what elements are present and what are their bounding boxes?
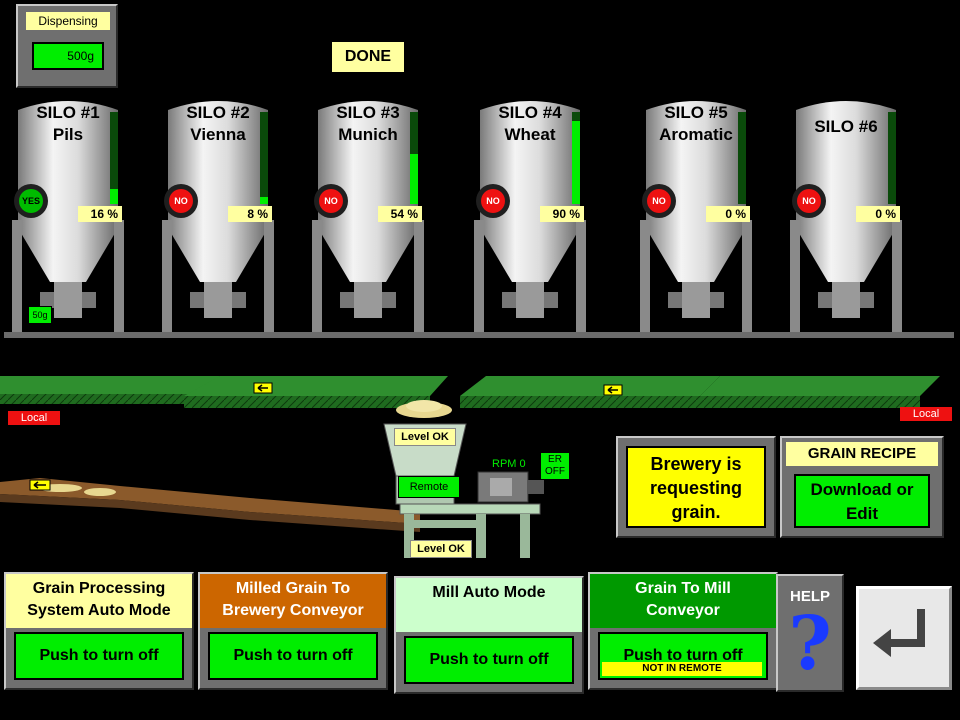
mill-rpm-readout: RPM 0	[492, 458, 526, 470]
control-title: Mill Auto Mode	[396, 578, 582, 632]
conveyor-direction-arrow-left-2	[603, 384, 623, 396]
silo-level-bar	[410, 112, 418, 204]
dispensing-label: Dispensing	[26, 12, 110, 30]
silo-grain-name: Munich	[338, 125, 398, 144]
done-status: DONE	[332, 42, 404, 72]
silo-state-text: NO	[647, 189, 671, 213]
grain-pile	[396, 400, 452, 418]
silo-grain-name: Pils	[52, 125, 84, 144]
help-panel[interactable]: HELP ?	[776, 574, 844, 692]
question-mark-icon: ?	[788, 601, 832, 687]
silo-percent: 54 %	[378, 206, 422, 222]
silo-percent: 0 %	[706, 206, 750, 222]
silo-title: SILO #2	[186, 103, 250, 122]
silo-level-bar	[572, 112, 580, 204]
silo-title: SILO #1	[36, 103, 100, 122]
silo-level-fill	[260, 196, 268, 204]
silo-base-rail	[4, 332, 954, 338]
not-in-remote-note: NOT IN REMOTE	[602, 662, 762, 676]
control-title: Milled Grain To Brewery Conveyor	[200, 574, 386, 628]
silo-state-text: NO	[319, 189, 343, 213]
mill-level-ok-top: Level OK	[394, 428, 456, 446]
silo-state-text: YES	[19, 189, 43, 213]
dispensing-value: 500g	[32, 42, 104, 70]
push-to-turn-off-button[interactable]: Push to turn off	[208, 632, 378, 680]
mill-level-ok-bottom: Level OK	[410, 540, 472, 558]
silo-percent: 0 %	[856, 206, 900, 222]
silo-level-bar	[260, 112, 268, 204]
push-to-turn-off-button[interactable]: Push to turn off	[404, 636, 574, 684]
silo-level-bar	[110, 112, 118, 204]
silo-percent: 90 %	[540, 206, 584, 222]
silo-level-bar	[888, 112, 896, 204]
silo-grain-name: Wheat	[504, 125, 556, 144]
silo-title: SILO #6	[814, 117, 878, 136]
local-tag-right[interactable]: Local	[900, 407, 952, 421]
er-line2: OFF	[545, 466, 565, 477]
silo-level-fill	[110, 189, 118, 204]
silo-level-fill	[410, 154, 418, 204]
local-tag-left[interactable]: Local	[8, 411, 60, 425]
silo-title: SILO #4	[498, 103, 562, 122]
enter-arrow-icon	[873, 609, 925, 657]
enter-button[interactable]	[856, 586, 952, 690]
mill-remote-button[interactable]: Remote	[398, 476, 460, 498]
grain-recipe-panel: GRAIN RECIPE Download or Edit	[780, 436, 944, 538]
brewery-request-message: Brewery is requesting grain.	[626, 446, 766, 528]
silo-state-text: NO	[169, 189, 193, 213]
brewery-request-panel: Brewery is requesting grain.	[616, 436, 776, 538]
control-title: Grain Processing System Auto Mode	[6, 574, 192, 628]
grain-recipe-title: GRAIN RECIPE	[786, 442, 938, 466]
silo-percent: 16 %	[78, 206, 122, 222]
silo-selected-indicator[interactable]: NO	[476, 184, 510, 218]
silo-title: SILO #5	[664, 103, 728, 122]
er-line1: ER	[548, 454, 562, 465]
silo-level-fill	[572, 121, 580, 204]
help-label: HELP	[789, 588, 830, 605]
conveyor-direction-arrow-left	[253, 382, 273, 394]
silo-selected-indicator[interactable]: YES	[14, 184, 48, 218]
push-to-turn-off-button[interactable]: Push to turn off	[14, 632, 184, 680]
silo-selected-indicator[interactable]: NO	[642, 184, 676, 218]
silo-grain-name: Aromatic	[659, 125, 733, 144]
upper-conveyor	[0, 376, 940, 408]
scale-weight-tag: 50g	[28, 306, 52, 324]
silo-level-bar	[738, 112, 746, 204]
silo-percent: 8 %	[228, 206, 272, 222]
silo-grain-name: Vienna	[190, 125, 246, 144]
silo-selected-indicator[interactable]: NO	[164, 184, 198, 218]
dispensing-panel: Dispensing 500g	[16, 4, 118, 88]
control-title: Grain To Mill Conveyor	[590, 574, 776, 628]
brewery-conveyor-arrow-left	[29, 479, 51, 491]
mill-er-off-button[interactable]: ER OFF	[540, 452, 570, 480]
silo-title: SILO #3	[336, 103, 400, 122]
silo-6: SILO #6 NO 0 %	[790, 96, 902, 334]
silo-selected-indicator[interactable]: NO	[314, 184, 348, 218]
silo-state-text: NO	[797, 189, 821, 213]
brewery-conveyor	[0, 478, 420, 532]
silo-state-text: NO	[481, 189, 505, 213]
grain-recipe-button[interactable]: Download or Edit	[794, 474, 930, 528]
silo-selected-indicator[interactable]: NO	[792, 184, 826, 218]
